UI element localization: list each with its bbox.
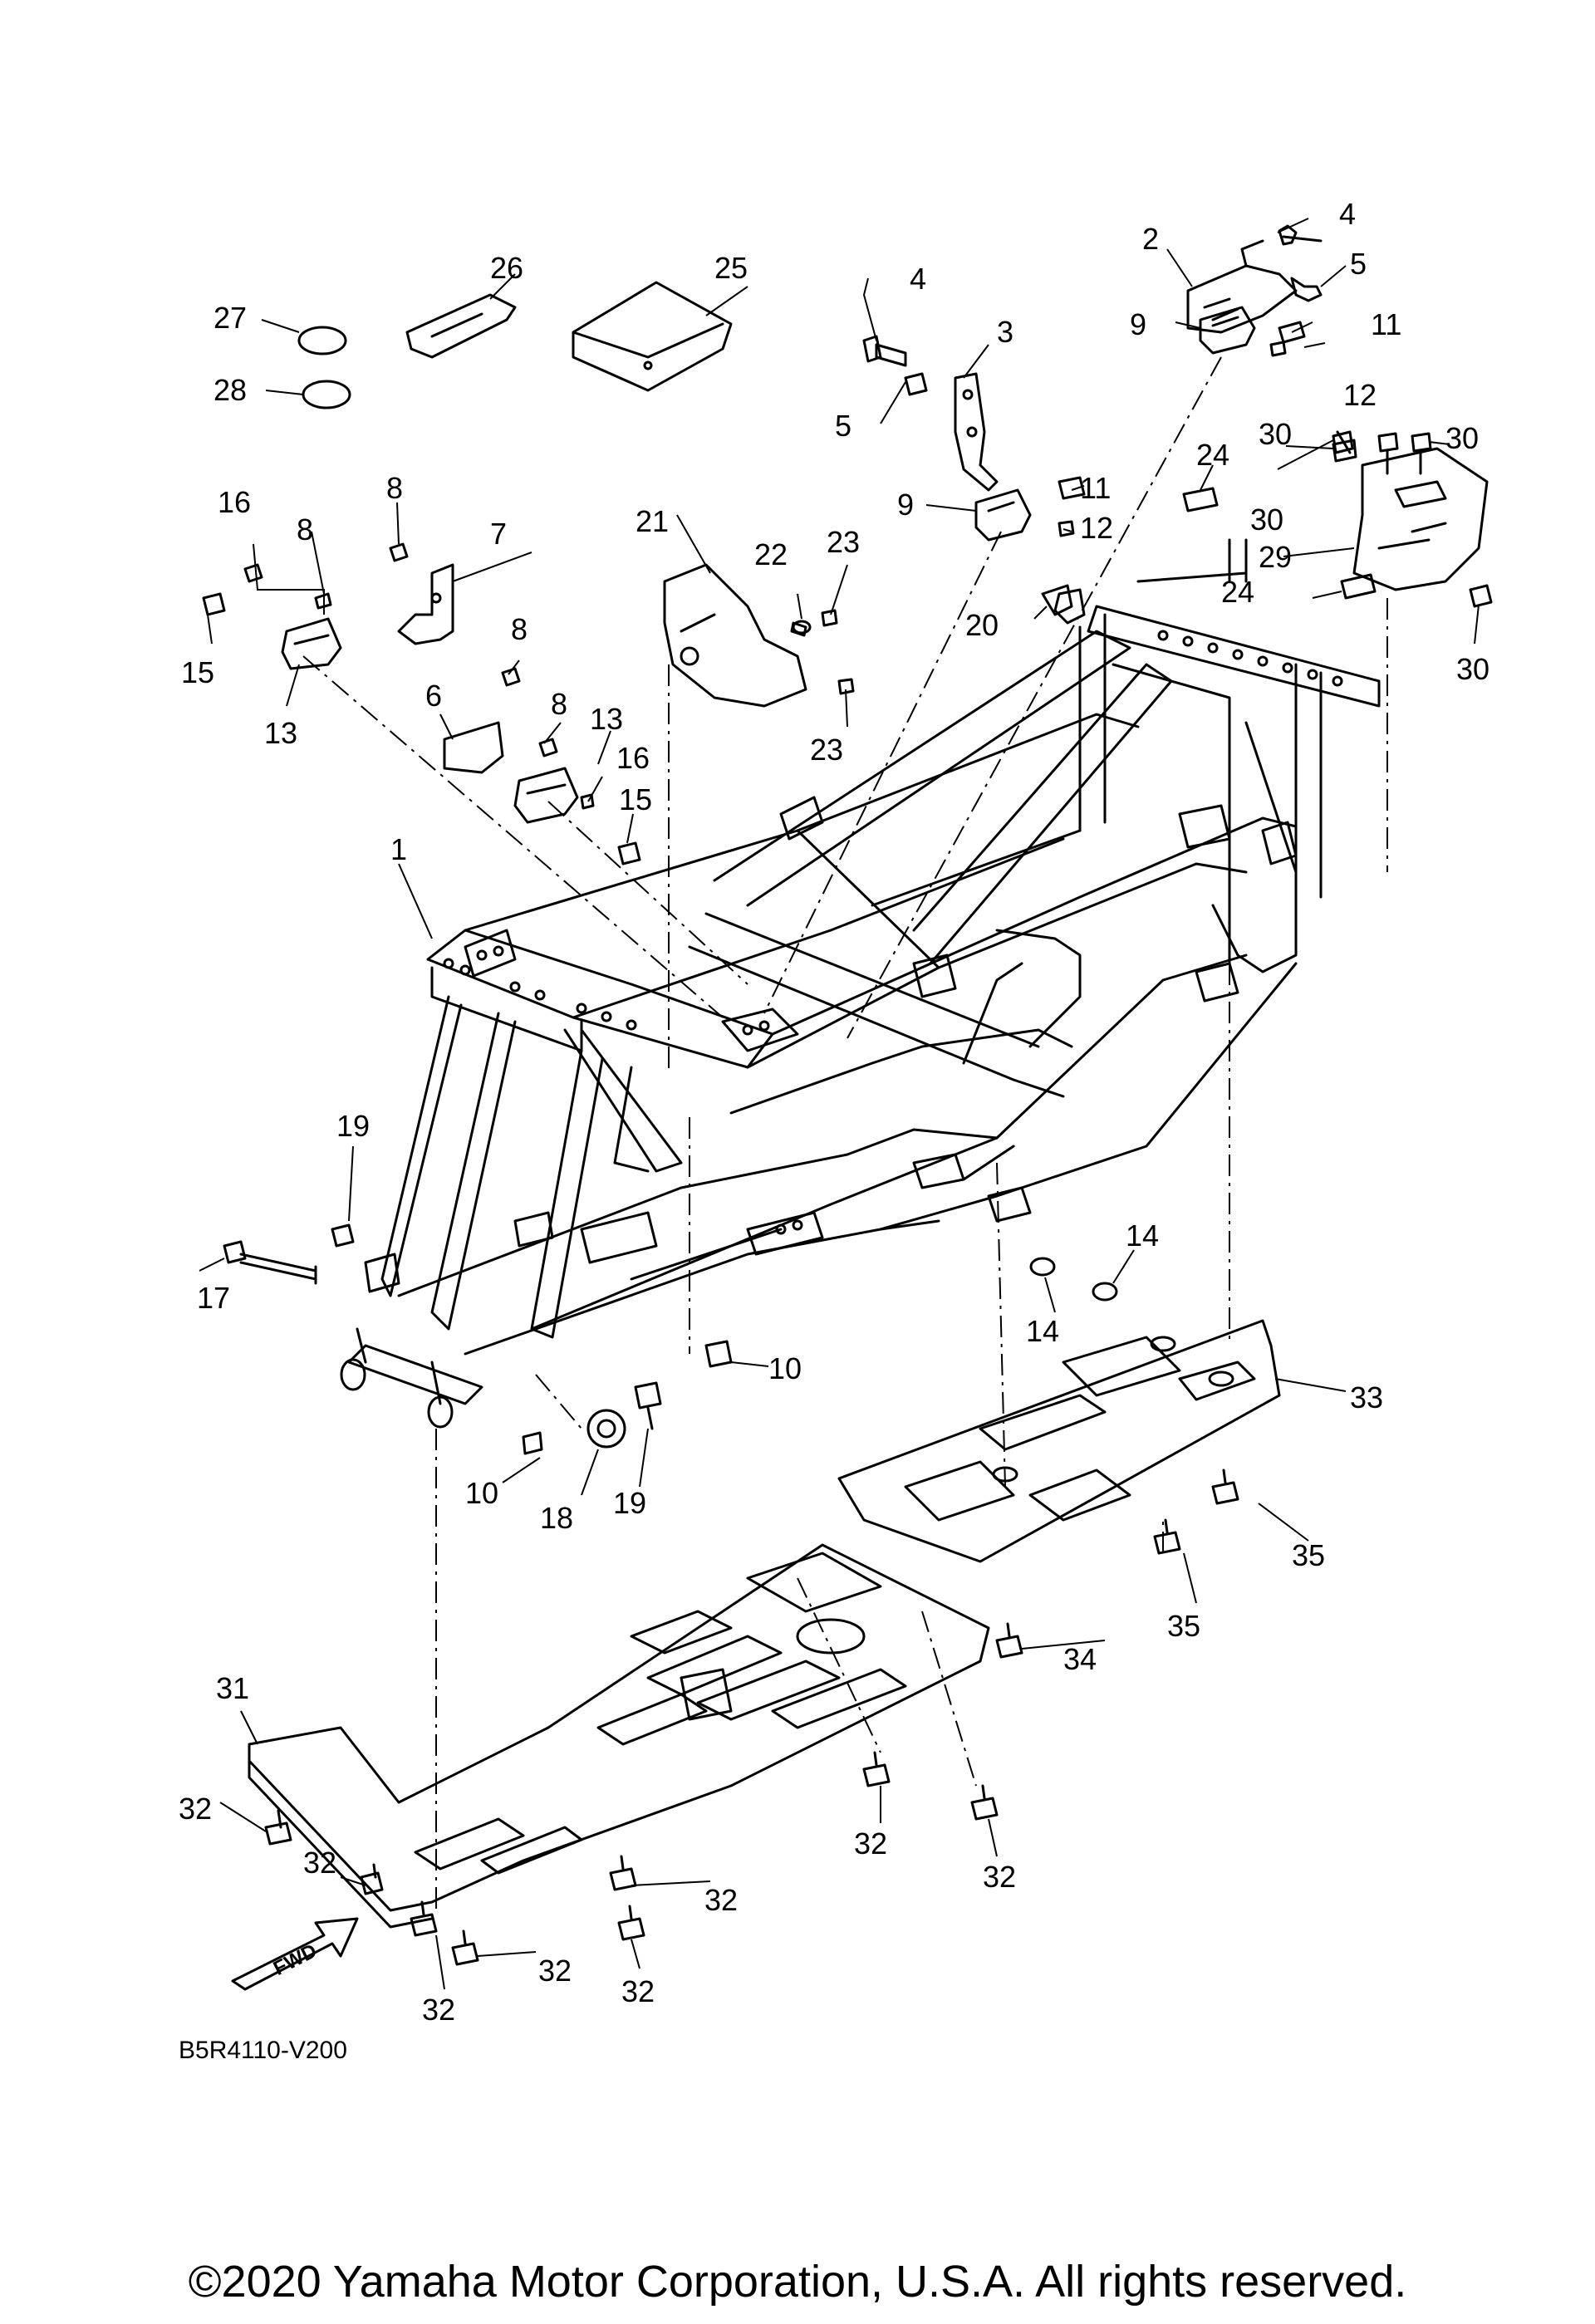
callout-23: 23: [827, 525, 860, 559]
callout-11: 11: [1371, 307, 1401, 341]
leader-lines: [199, 218, 1480, 1990]
copyright-notice: ©2020 Yamaha Motor Corporation, U.S.A. A…: [188, 2257, 1407, 2307]
bracket-part-13: [281, 617, 579, 824]
callout-21: 21: [636, 504, 669, 538]
callout-32: 32: [621, 1974, 655, 2008]
callout-1: 1: [390, 832, 407, 866]
callout-8: 8: [511, 612, 528, 646]
tool-part-26: [405, 293, 517, 359]
callout-8: 8: [386, 471, 403, 505]
callout-7: 7: [490, 517, 507, 551]
callout-30: 30: [1445, 421, 1479, 455]
callout-23: 23: [810, 733, 843, 767]
callout-12: 12: [1080, 511, 1113, 545]
callout-35: 35: [1292, 1538, 1325, 1572]
callout-26: 26: [490, 251, 523, 285]
callout-28: 28: [213, 373, 247, 407]
callout-2: 2: [1142, 222, 1159, 256]
callout-10: 10: [465, 1476, 498, 1510]
callout-31: 31: [216, 1671, 249, 1705]
callout-30: 30: [1456, 652, 1489, 686]
callout-8: 8: [551, 687, 567, 721]
callout-32: 32: [704, 1883, 738, 1917]
callout-19: 19: [336, 1109, 370, 1143]
tool-bag-part-25: [572, 281, 733, 392]
callout-13: 13: [590, 702, 623, 736]
alignment-lines: [302, 356, 1388, 1910]
callout-30: 30: [1259, 417, 1292, 451]
callout-4: 4: [910, 262, 926, 296]
mount-part-9: [974, 306, 1256, 542]
callout-32: 32: [422, 1993, 455, 2027]
callout-10: 10: [768, 1351, 802, 1385]
skid-plate-front-part-31: [248, 1543, 990, 1929]
callout-29: 29: [1259, 540, 1292, 574]
callout-numbers: 1 2 3 4 4 5 5 6 7 8 8 8 8 9 9 10 10 11 1…: [179, 197, 1489, 2027]
diagram-code: B5R4110-V200: [179, 2037, 347, 2064]
callout-5: 5: [1350, 247, 1367, 281]
callout-33: 33: [1350, 1380, 1383, 1415]
callout-17: 17: [197, 1281, 230, 1315]
main-frame-part-1: [340, 538, 1381, 1429]
cover-part-21: [663, 563, 807, 708]
fwd-arrow-icon: [231, 1917, 359, 1991]
callout-24: 24: [1221, 575, 1254, 609]
callout-32: 32: [854, 1826, 887, 1861]
callout-8: 8: [297, 512, 313, 547]
callout-34: 34: [1063, 1642, 1097, 1676]
callout-32: 32: [179, 1792, 212, 1826]
bracket-part-3: [954, 372, 999, 492]
bracket-part-2: [1186, 239, 1298, 334]
callout-12: 12: [1343, 378, 1377, 412]
callout-25: 25: [714, 251, 748, 285]
callout-6: 6: [425, 679, 442, 713]
callout-14: 14: [1126, 1218, 1159, 1253]
callout-9: 9: [1130, 307, 1146, 341]
callout-15: 15: [619, 782, 652, 816]
callout-22: 22: [754, 537, 788, 571]
callout-20: 20: [965, 608, 999, 642]
pad-part-24: [1182, 487, 1377, 600]
guard-part-29: [1352, 447, 1489, 591]
callout-32: 32: [983, 1860, 1016, 1894]
callout-16: 16: [218, 485, 251, 519]
o-ring-part-27: [297, 326, 347, 355]
callout-32: 32: [303, 1846, 336, 1880]
o-ring-part-28: [302, 380, 351, 409]
callout-35: 35: [1167, 1609, 1200, 1643]
callout-32: 32: [538, 1954, 572, 1988]
callout-5: 5: [835, 409, 851, 443]
callout-18: 18: [540, 1501, 573, 1535]
callout-27: 27: [213, 301, 247, 335]
callout-30: 30: [1250, 503, 1283, 537]
callout-11: 11: [1080, 471, 1111, 505]
callout-9: 9: [897, 488, 914, 522]
callout-24: 24: [1196, 438, 1229, 472]
callout-16: 16: [616, 741, 650, 775]
callout-3: 3: [997, 315, 1013, 349]
bracket-part-6: [443, 721, 504, 774]
callout-13: 13: [264, 716, 297, 750]
callout-14: 14: [1026, 1314, 1059, 1348]
callout-15: 15: [181, 655, 214, 689]
fwd-label: FWD: [270, 1939, 321, 1980]
callout-19: 19: [613, 1486, 646, 1520]
skid-plate-rear-part-33: [837, 1319, 1281, 1563]
callout-4: 4: [1339, 197, 1356, 231]
bracket-part-7: [397, 563, 454, 645]
